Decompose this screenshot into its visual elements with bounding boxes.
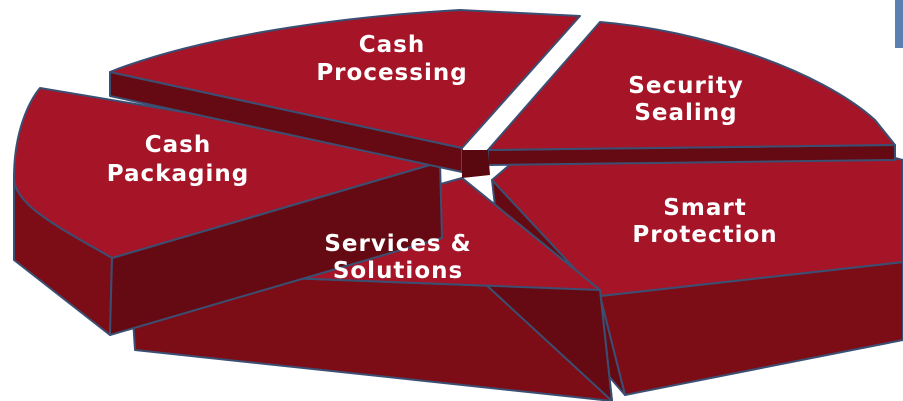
label-security-sealing-line1: Security xyxy=(628,73,743,99)
slice-cash-processing xyxy=(109,9,581,173)
label-cash-processing-line2: Processing xyxy=(316,60,467,86)
slice-security-sealing xyxy=(487,21,896,166)
slice-cash-packaging xyxy=(13,87,443,336)
label-cash-packaging-line1: Cash xyxy=(145,132,211,158)
label-cash-processing-line1: Cash xyxy=(359,32,425,58)
center-hub xyxy=(462,150,490,178)
label-services-solutions-line2: Solutions xyxy=(333,258,463,284)
label-services-solutions-line1: Services & xyxy=(324,231,471,257)
label-cash-packaging-line2: Packaging xyxy=(107,161,249,187)
label-security-sealing-line2: Sealing xyxy=(634,100,737,126)
label-smart-protection-line2: Protection xyxy=(632,222,777,248)
label-smart-protection-line1: Smart xyxy=(663,195,746,221)
corner-decoration xyxy=(895,0,903,48)
